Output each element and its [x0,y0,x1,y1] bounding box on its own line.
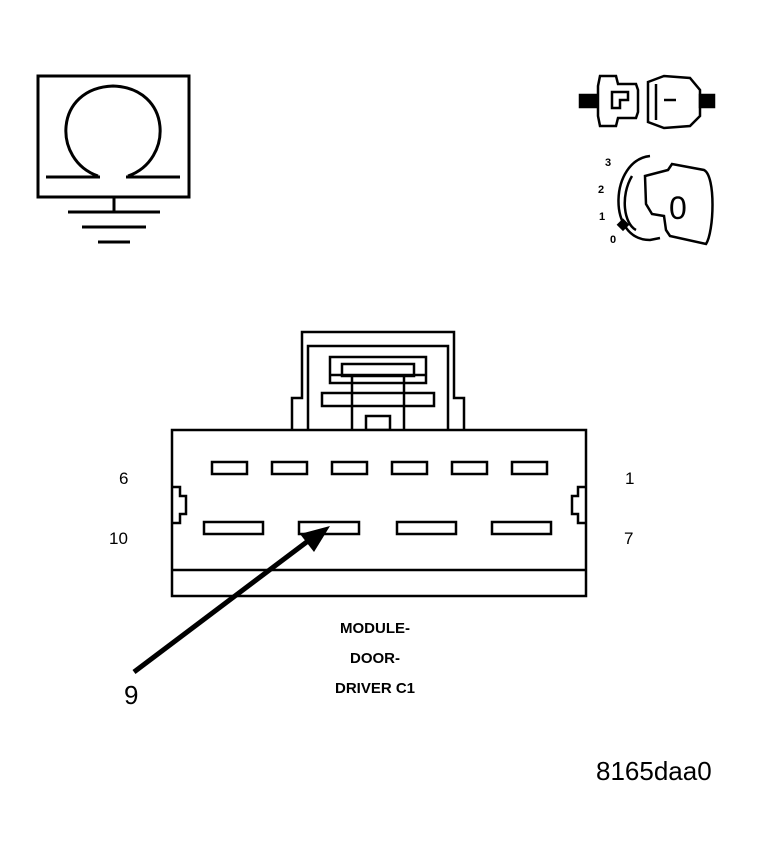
pin-number-bottom-right: 7 [624,529,634,548]
callout-number: 9 [124,680,139,710]
ignition-scale-2: 2 [598,184,605,196]
ohmmeter-ground-icon [36,74,191,244]
connector-label-line1: MODULE- [340,620,410,637]
pin-cavity [510,460,549,476]
pin-number-top-left: 6 [119,469,129,488]
pin-row-bottom [202,520,553,536]
connector-disconnected-icon [578,74,716,130]
ignition-scale-3: 3 [605,157,612,169]
pin-cavity [330,460,369,476]
connector-label-line3: DRIVER C1 [334,680,416,697]
pin-number-bottom-left: 10 [109,529,128,548]
pin-cavity [450,460,489,476]
pin-cavity [395,520,458,536]
pin-cavity [490,520,553,536]
pin-cavity [210,460,249,476]
pin-cavity [202,520,265,536]
figure-id: 8165daa0 [596,756,712,786]
pin-cavity [390,460,429,476]
connector-body [170,330,588,598]
callout-arrow [132,526,330,674]
connector-label-line2: DOOR- [350,650,400,667]
pin-cavity [270,460,309,476]
pin-number-top-right: 1 [625,469,635,488]
pin-row-top [210,460,549,476]
ignition-key-value: 0 [669,190,687,226]
ignition-key-off-icon [616,154,714,246]
ignition-scale-1: 1 [599,211,606,223]
ignition-scale-0: 0 [610,234,617,246]
